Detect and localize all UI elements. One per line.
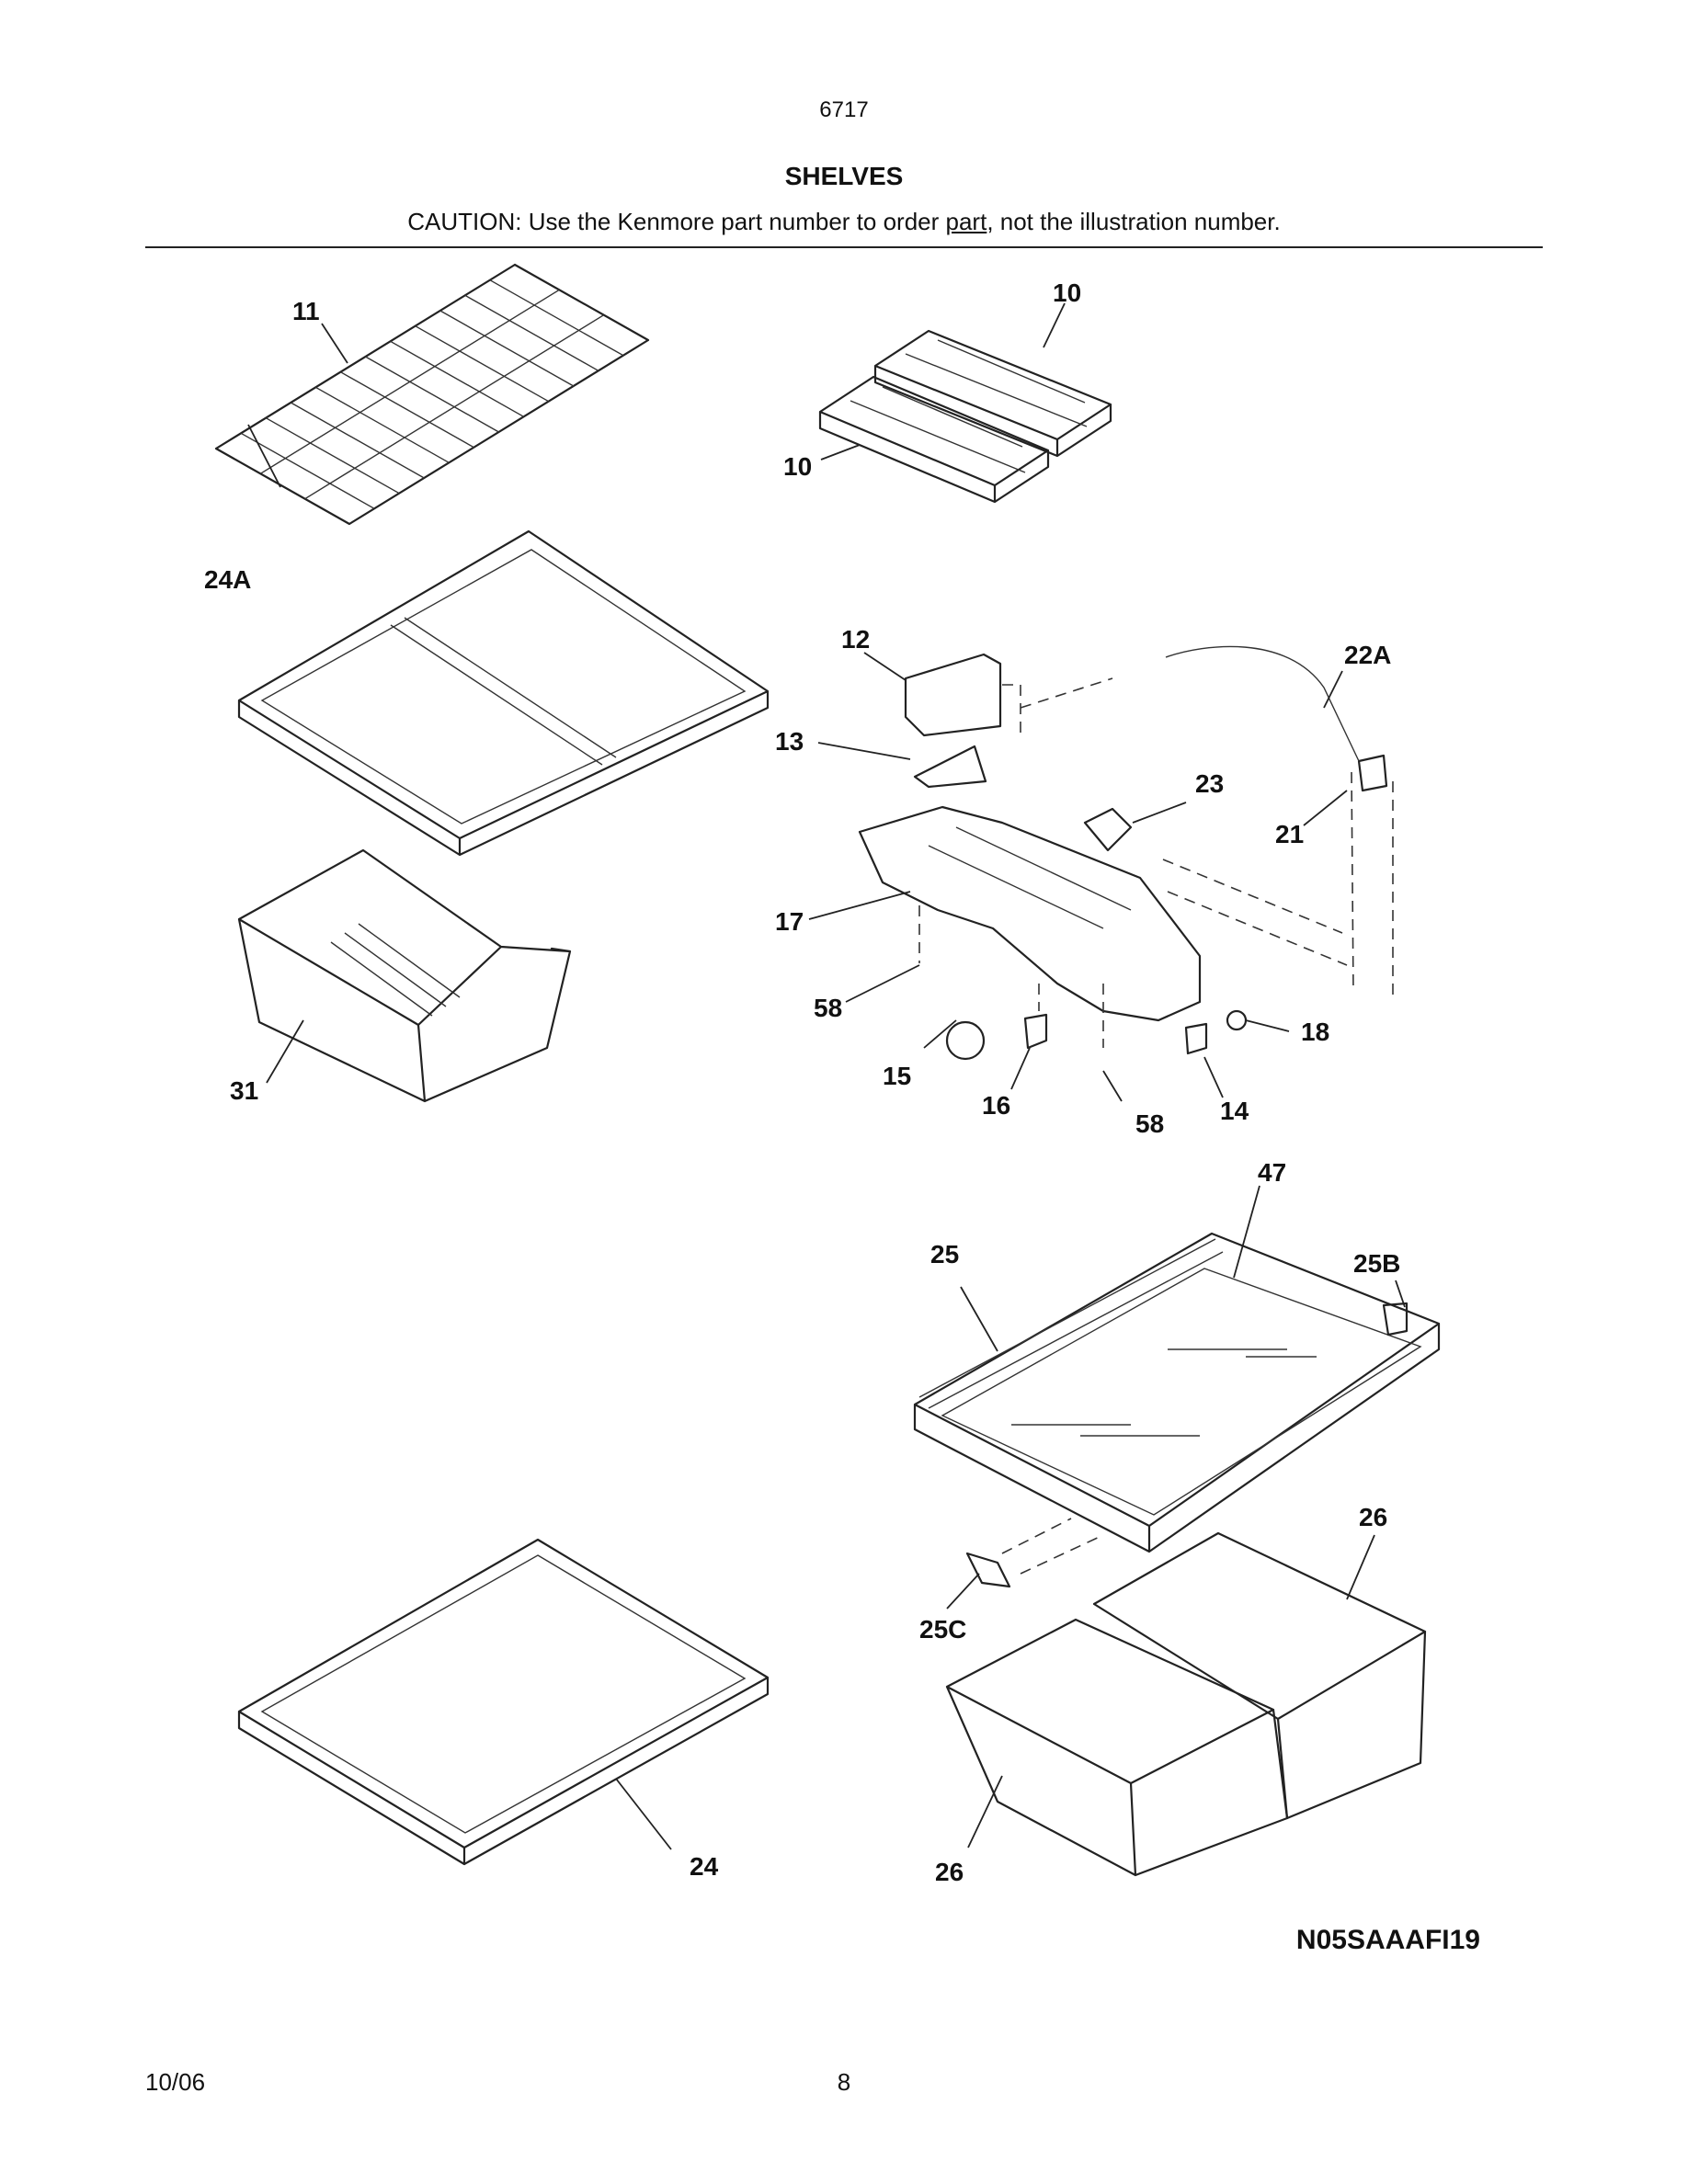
header-rule — [145, 246, 1543, 248]
figure-code: N05SAAAFI19 — [1295, 1925, 1480, 1955]
callout-label: 24A — [204, 565, 251, 594]
callout-label: 10 — [1053, 279, 1081, 307]
wire-shelf-drawing — [214, 263, 650, 526]
light-housing-assembly-drawing — [858, 645, 1394, 1061]
callout-label: 12 — [841, 625, 870, 654]
caution-suffix: , not the illustration number. — [987, 208, 1281, 235]
callout-label: 11 — [292, 297, 320, 325]
callout-label: 10 — [783, 452, 812, 481]
crisper-drawers-right-drawing — [945, 1531, 1427, 1877]
caution-prefix: CAUTION: Use the Kenmore part number to … — [407, 208, 946, 235]
callout-label: 25B — [1353, 1249, 1400, 1278]
crisper-drawer-left-drawing — [237, 848, 572, 1103]
callout-label: 58 — [814, 994, 842, 1022]
callout-label: 23 — [1195, 769, 1224, 798]
leader-lines — [247, 302, 1406, 1850]
callout-label: 47 — [1258, 1158, 1286, 1187]
page-number: 8 — [837, 2068, 851, 2096]
callout-label: 15 — [883, 1062, 911, 1090]
glass-shelf-bottom-drawing — [237, 1538, 770, 1866]
callout-label: 26 — [1359, 1503, 1387, 1531]
callout-label: 16 — [982, 1091, 1010, 1120]
model-number: 6717 — [819, 97, 869, 122]
callout-label: 13 — [775, 727, 804, 756]
caution-note: CAUTION: Use the Kenmore part number to … — [0, 208, 1688, 236]
glass-shelf-divided-drawing — [237, 529, 770, 857]
ice-tray-drawing — [818, 329, 1112, 504]
footer-date: 10/06 — [145, 2068, 206, 2096]
callout-label: 25C — [919, 1615, 966, 1644]
callout-label: 26 — [935, 1858, 964, 1886]
callout-label: 58 — [1135, 1109, 1164, 1138]
callout-label: 21 — [1275, 820, 1304, 848]
caution-underlined: part — [945, 208, 987, 235]
callout-label: 18 — [1301, 1018, 1329, 1046]
crisper-cover-shelf-drawing — [913, 1232, 1441, 1588]
page-title: SHELVES — [784, 162, 904, 190]
callout-label: 24 — [690, 1852, 719, 1881]
callout-label: 22A — [1344, 641, 1391, 669]
callout-label: 17 — [775, 907, 804, 936]
callout-label: 25 — [930, 1240, 959, 1268]
callout-label: 31 — [230, 1076, 258, 1105]
callout-label: 14 — [1220, 1097, 1249, 1125]
